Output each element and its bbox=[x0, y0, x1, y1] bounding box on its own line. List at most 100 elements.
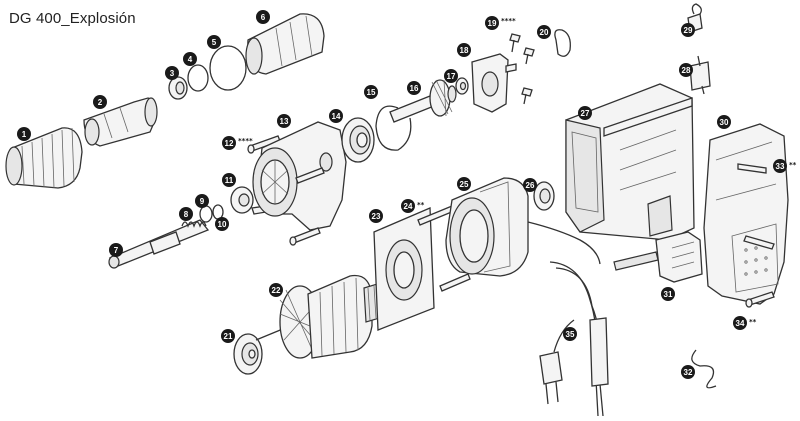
callout-26: 26 bbox=[523, 178, 537, 192]
callout-14: 14 bbox=[329, 109, 343, 123]
part-17-bearing bbox=[455, 77, 469, 95]
callout-22: 22 bbox=[269, 283, 283, 297]
svg-text:26: 26 bbox=[526, 181, 535, 190]
part-27-motor-housing bbox=[565, 83, 695, 241]
part-30-handle-cover bbox=[703, 123, 789, 305]
svg-text:34: 34 bbox=[736, 319, 745, 328]
part-25-stator bbox=[445, 177, 601, 277]
svg-text:29: 29 bbox=[684, 26, 693, 35]
callout-13: 13 bbox=[277, 114, 291, 128]
part-15-circlip bbox=[375, 105, 412, 151]
part-35-power-cable bbox=[539, 261, 609, 417]
callout-18: 18 bbox=[457, 43, 471, 57]
svg-text:15: 15 bbox=[367, 88, 376, 97]
svg-text:6: 6 bbox=[261, 13, 266, 22]
svg-text:21: 21 bbox=[224, 332, 233, 341]
svg-text:16: 16 bbox=[410, 84, 419, 93]
callout-21: 21 bbox=[221, 329, 235, 343]
svg-text:12: 12 bbox=[225, 139, 234, 148]
callout-20: 20 bbox=[537, 25, 551, 39]
callout-24-stars: ** bbox=[417, 201, 425, 209]
svg-text:10: 10 bbox=[218, 220, 227, 229]
part-13-screw-b bbox=[289, 227, 321, 246]
callout-12: 12 bbox=[222, 136, 236, 150]
part-34-screw bbox=[745, 291, 775, 308]
svg-text:8: 8 bbox=[184, 210, 189, 219]
callout-17: 17 bbox=[444, 69, 458, 83]
part-22-armature bbox=[255, 274, 401, 359]
part-20-ring bbox=[554, 29, 571, 57]
part-26-bearing bbox=[533, 181, 555, 211]
callout-6: 6 bbox=[256, 10, 270, 24]
part-33-screws bbox=[737, 163, 775, 250]
svg-text:13: 13 bbox=[280, 117, 289, 126]
part-21-bearing bbox=[233, 333, 263, 375]
part-6-spindle-housing bbox=[245, 13, 325, 75]
callout-30: 30 bbox=[717, 115, 731, 129]
svg-text:32: 32 bbox=[684, 368, 693, 377]
callout-35: 35 bbox=[563, 327, 577, 341]
part-4-ring bbox=[187, 64, 209, 92]
svg-text:4: 4 bbox=[188, 55, 193, 64]
callout-33: 33 bbox=[773, 159, 787, 173]
callout-19: 19 bbox=[485, 16, 499, 30]
callout-4: 4 bbox=[183, 52, 197, 66]
svg-text:35: 35 bbox=[566, 330, 575, 339]
part-3-bushing bbox=[168, 76, 188, 100]
svg-text:28: 28 bbox=[682, 66, 691, 75]
part-16-gear-shaft bbox=[389, 79, 457, 123]
callout-29: 29 bbox=[681, 23, 695, 37]
callout-3: 3 bbox=[165, 66, 179, 80]
callout-11: 11 bbox=[222, 173, 236, 187]
svg-text:31: 31 bbox=[664, 290, 673, 299]
callout-32: 32 bbox=[681, 365, 695, 379]
callout-34-stars: ** bbox=[749, 318, 757, 326]
callout-5: 5 bbox=[207, 35, 221, 49]
callout-33-stars: ** bbox=[789, 161, 797, 169]
part-23-field-plate bbox=[373, 207, 435, 331]
callout-8: 8 bbox=[179, 207, 193, 221]
svg-text:23: 23 bbox=[372, 212, 381, 221]
part-31-switch bbox=[613, 231, 703, 283]
callout-9: 9 bbox=[195, 194, 209, 208]
svg-text:25: 25 bbox=[460, 180, 469, 189]
callout-12-stars: **** bbox=[238, 137, 253, 145]
part-7-spindle bbox=[108, 219, 210, 269]
svg-text:22: 22 bbox=[272, 286, 281, 295]
svg-text:30: 30 bbox=[720, 118, 729, 127]
callout-10: 10 bbox=[215, 217, 229, 231]
svg-text:7: 7 bbox=[114, 246, 119, 255]
part-28-brush-holder bbox=[689, 55, 711, 95]
callout-16: 16 bbox=[407, 81, 421, 95]
callout-1: 1 bbox=[17, 127, 31, 141]
svg-text:19: 19 bbox=[488, 19, 497, 28]
svg-text:9: 9 bbox=[200, 197, 205, 206]
part-14-bearing bbox=[341, 117, 375, 163]
svg-text:20: 20 bbox=[540, 28, 549, 37]
part-32-spring-clip bbox=[691, 349, 717, 389]
part-2-chuck-body bbox=[83, 97, 158, 147]
callout-25: 25 bbox=[457, 177, 471, 191]
svg-text:5: 5 bbox=[212, 38, 217, 47]
part-5-snap-ring bbox=[209, 45, 247, 91]
svg-text:14: 14 bbox=[332, 112, 341, 121]
svg-text:33: 33 bbox=[776, 162, 785, 171]
callout-28: 28 bbox=[679, 63, 693, 77]
diagram-title: DG 400_Explosión bbox=[9, 10, 136, 27]
callout-34: 34 bbox=[733, 316, 747, 330]
svg-text:27: 27 bbox=[581, 109, 590, 118]
callout-24: 24 bbox=[401, 199, 415, 213]
callout-7: 7 bbox=[109, 243, 123, 257]
svg-text:18: 18 bbox=[460, 46, 469, 55]
svg-text:11: 11 bbox=[225, 176, 234, 185]
callout-23: 23 bbox=[369, 209, 383, 223]
part-10-washer bbox=[212, 204, 224, 220]
part-19-screws bbox=[509, 33, 535, 105]
svg-text:3: 3 bbox=[170, 69, 175, 78]
callout-27: 27 bbox=[578, 106, 592, 120]
part-9-washer bbox=[199, 205, 213, 223]
part-1-chuck-sleeve bbox=[5, 127, 83, 189]
callout-2: 2 bbox=[93, 95, 107, 109]
callout-31: 31 bbox=[661, 287, 675, 301]
